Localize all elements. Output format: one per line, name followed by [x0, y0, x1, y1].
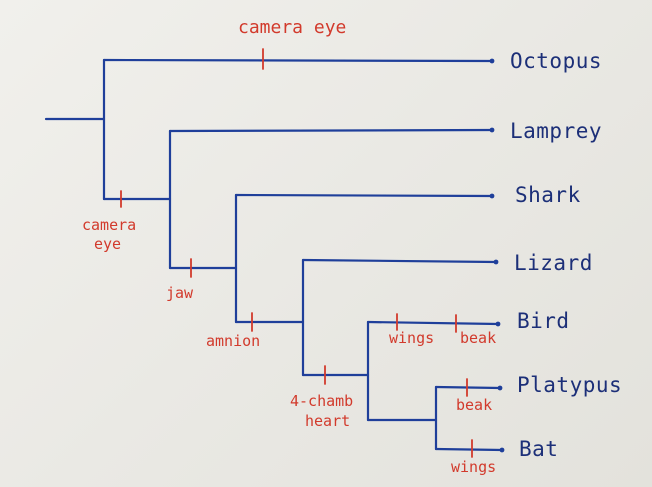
branch-shark: [234, 193, 494, 198]
taxon-lizard: Lizard: [514, 251, 593, 275]
branch-lamprey: [168, 128, 494, 133]
tip-bird: [495, 321, 501, 327]
trait-bat-wings: wings: [451, 458, 496, 476]
trait-amnion: amnion: [206, 332, 260, 350]
taxon-octopus: Octopus: [510, 49, 602, 73]
trait-platypus-beak: beak: [456, 396, 492, 414]
taxon-shark: Shark: [515, 183, 581, 207]
taxon-labels: Octopus Lamprey Shark Lizard Bird Platyp…: [510, 49, 622, 461]
trait-camera-eye-line2: eye: [94, 235, 121, 253]
taxon-platypus: Platypus: [517, 373, 622, 397]
tree-branches: [44, 58, 505, 453]
branch-bird: [366, 320, 500, 326]
trait-bird-beak: beak: [460, 329, 496, 347]
trait-bird-wings: wings: [389, 329, 434, 347]
branch-lizard: [301, 258, 498, 264]
trait-jaw: jaw: [166, 284, 194, 302]
branch-platypus: [434, 385, 502, 390]
taxon-bird: Bird: [517, 309, 570, 333]
trait-camera-eye-line1: camera: [82, 216, 136, 234]
branch-bat: [434, 447, 504, 452]
tip-platypus: [497, 385, 503, 391]
trait-camera-eye-octopus: camera eye: [238, 17, 346, 38]
taxon-bat: Bat: [519, 437, 558, 461]
trait-four-chamber-line1: 4-chamb: [290, 392, 353, 410]
trait-labels: camera eye camera eye jaw amnion 4-chamb…: [82, 17, 496, 476]
tip-shark: [489, 193, 495, 199]
tip-octopus: [489, 58, 495, 64]
branch-octopus: [102, 58, 494, 63]
trait-four-chamber-line2: heart: [305, 412, 350, 430]
tip-bat: [499, 447, 505, 453]
tip-lizard: [493, 259, 499, 265]
tip-lamprey: [489, 127, 495, 133]
taxon-lamprey: Lamprey: [510, 119, 602, 143]
trait-ticks: [120, 48, 473, 458]
